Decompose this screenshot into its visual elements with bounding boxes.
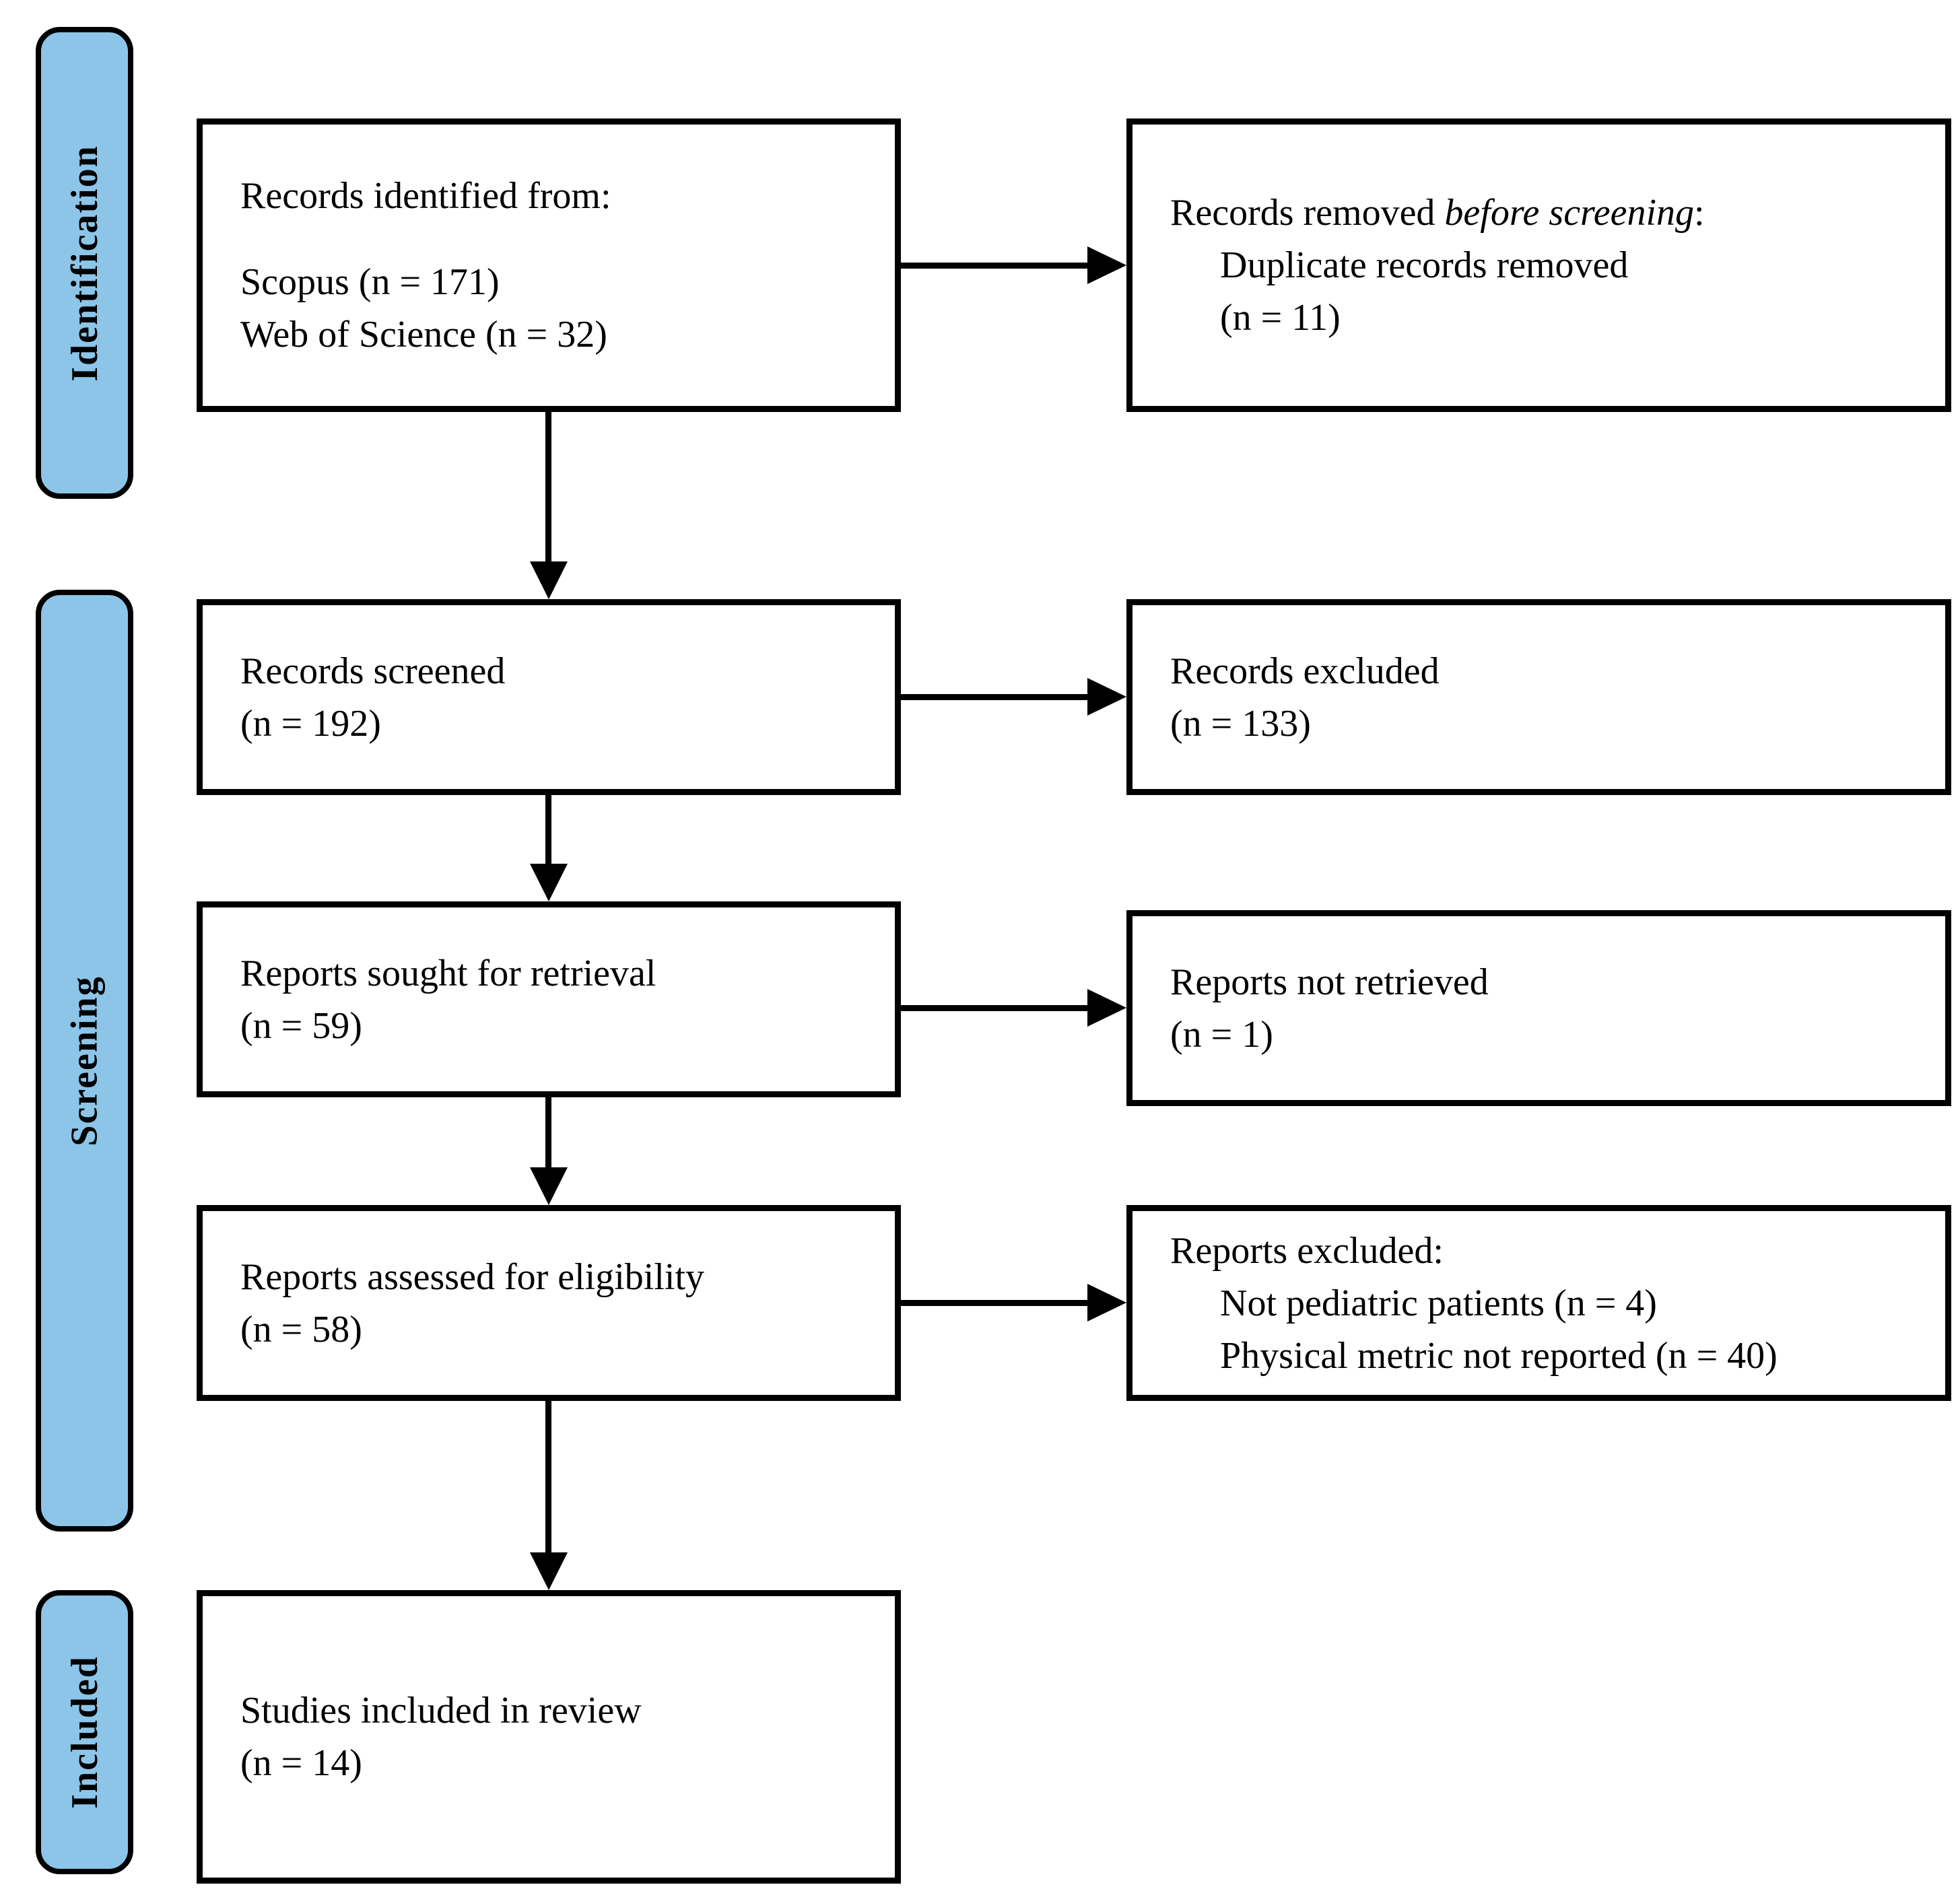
records-screened-count: (n = 192) (240, 702, 381, 745)
records-excluded-title: Records excluded (1170, 650, 1440, 692)
reports-not-retrieved-title: Reports not retrieved (1170, 961, 1489, 1003)
reports-excluded-reason-2: Physical metric not reported (n = 40) (1220, 1334, 1778, 1377)
stage-bar-identification: Identification (36, 27, 133, 499)
reports-excluded-reason-1: Not pediatric patients (n = 4) (1220, 1282, 1657, 1324)
stage-label-identification: Identification (63, 144, 106, 382)
reports-sought-count: (n = 59) (240, 1004, 362, 1047)
reports-excluded-title: Reports excluded: (1170, 1229, 1444, 1272)
reports-assessed-count: (n = 58) (240, 1308, 362, 1350)
studies-included-count: (n = 14) (240, 1742, 362, 1784)
reports-not-retrieved-count: (n = 1) (1170, 1013, 1273, 1056)
box-studies-included: Studies included in review (n = 14) (197, 1590, 901, 1884)
box-reports-sought: Reports sought for retrieval (n = 59) (197, 901, 901, 1097)
records-identified-scopus: Scopus (n = 171) (240, 261, 500, 303)
records-screened-title: Records screened (240, 650, 506, 692)
records-identified-wos: Web of Science (n = 32) (240, 314, 607, 355)
reports-sought-title: Reports sought for retrieval (240, 952, 656, 994)
records-removed-count: (n = 11) (1220, 297, 1341, 339)
blank-line (240, 222, 879, 256)
records-removed-duplicates: Duplicate records removed (1220, 244, 1629, 286)
stage-label-screening: Screening (63, 975, 106, 1146)
box-records-screened: Records screened (n = 192) (197, 599, 901, 795)
reports-assessed-title: Reports assessed for eligibility (240, 1256, 705, 1298)
records-identified-title: Records identified from: (240, 175, 611, 217)
box-reports-assessed: Reports assessed for eligibility (n = 58… (197, 1205, 901, 1401)
stage-bar-included: Included (36, 1590, 133, 1874)
stage-bar-screening: Screening (36, 590, 133, 1532)
records-excluded-count: (n = 133) (1170, 702, 1311, 745)
box-records-removed: Records removed before screening: Duplic… (1126, 118, 1951, 412)
studies-included-title: Studies included in review (240, 1690, 642, 1731)
stage-label-included: Included (63, 1655, 106, 1809)
box-records-identified: Records identified from: Scopus (n = 171… (197, 118, 901, 412)
records-removed-title-italic: before screening (1444, 192, 1695, 234)
box-reports-excluded: Reports excluded: Not pediatric patients… (1126, 1205, 1951, 1401)
box-records-excluded: Records excluded (n = 133) (1126, 599, 1951, 795)
records-removed-title: Records removed before screening: (1170, 192, 1705, 234)
box-reports-not-retrieved: Reports not retrieved (n = 1) (1126, 910, 1951, 1106)
